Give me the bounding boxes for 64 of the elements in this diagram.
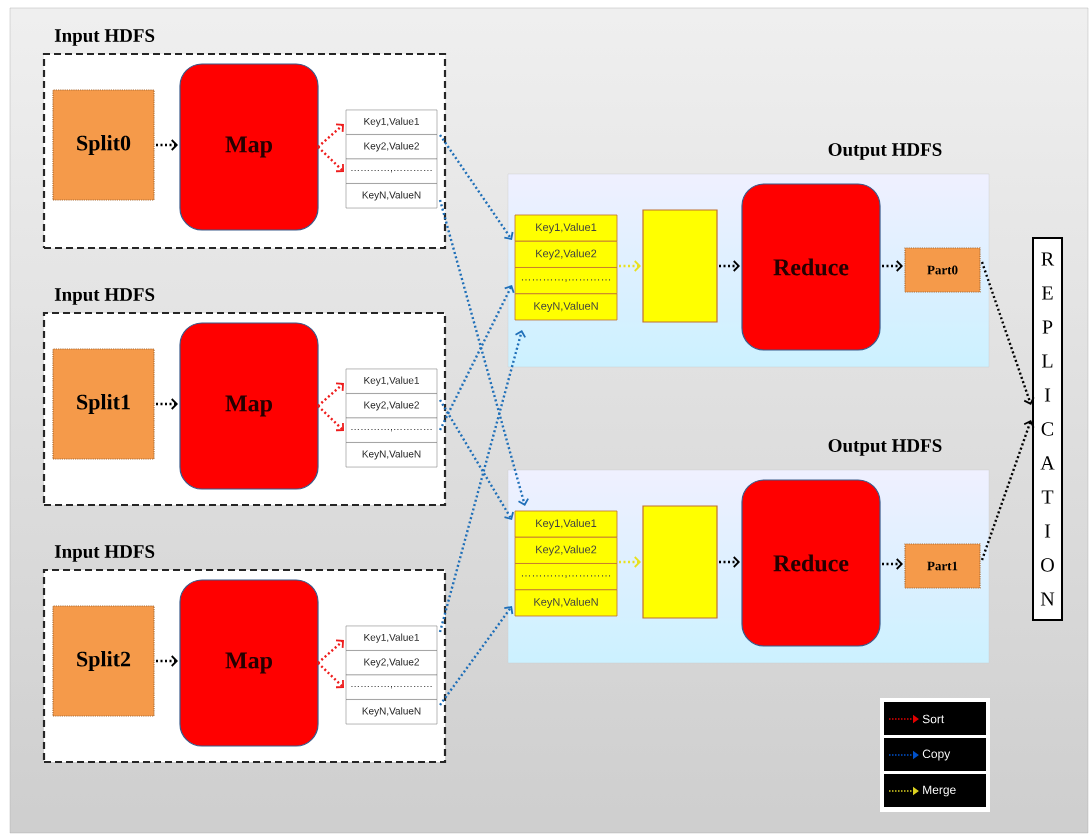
- table-cell: …………,…………: [345, 158, 438, 184]
- arrow: [439, 134, 514, 240]
- table-cell: …………,…………: [345, 417, 438, 443]
- merge-box: [642, 505, 718, 619]
- map-box: Map: [179, 579, 319, 747]
- table-cell: …………,…………: [514, 267, 618, 295]
- legend-row: Copy: [884, 738, 986, 771]
- group-heading: Input HDFS: [54, 288, 155, 305]
- table-cell: Key2,Value2: [514, 536, 618, 564]
- table-cell: Key2,Value2: [514, 240, 618, 268]
- group-heading: Output HDFS: [828, 143, 942, 160]
- arrow: [619, 556, 641, 568]
- arrow: [619, 260, 641, 272]
- table-cell: Key2,Value2: [345, 650, 438, 676]
- part-box: Part1: [904, 543, 981, 589]
- arrow: [317, 123, 344, 148]
- table-cell: KeyN,ValueN: [345, 183, 438, 209]
- arrow: [317, 662, 344, 689]
- arrow: [439, 399, 514, 520]
- group-heading: Input HDFS: [54, 29, 155, 46]
- table-cell: Key2,Value2: [345, 134, 438, 160]
- table-cell: Key1,Value1: [514, 214, 618, 242]
- legend-row: Sort: [884, 702, 986, 735]
- split-box: Split0: [52, 89, 155, 201]
- arrow: [438, 199, 530, 506]
- arrow: [719, 556, 740, 568]
- table-cell: Key2,Value2: [345, 393, 438, 419]
- table-cell: …………,…………: [345, 674, 438, 700]
- map-box: Map: [179, 63, 319, 231]
- split-box: Split1: [52, 348, 155, 460]
- table-cell: KeyN,ValueN: [514, 589, 618, 617]
- reduce-box: Reduce: [741, 479, 881, 647]
- arrow: [317, 382, 344, 407]
- table-cell: KeyN,ValueN: [345, 442, 438, 468]
- merge-box: [642, 209, 718, 323]
- arrow: [882, 260, 903, 272]
- arrow: [156, 139, 178, 151]
- arrow: [438, 285, 515, 431]
- table-cell: Key1,Value1: [514, 510, 618, 538]
- legend-row: Merge: [884, 774, 986, 807]
- arrow: [317, 146, 344, 173]
- arrow: [156, 398, 178, 410]
- arrow: [438, 330, 527, 633]
- arrow: [882, 558, 903, 570]
- part-box: Part0: [904, 247, 981, 293]
- table-cell: KeyN,ValueN: [345, 699, 438, 725]
- table-cell: KeyN,ValueN: [514, 293, 618, 321]
- arrow: [439, 606, 514, 706]
- reduce-box: Reduce: [741, 183, 881, 351]
- table-cell: Key1,Value1: [345, 109, 438, 135]
- table-cell: Key1,Value1: [345, 625, 438, 651]
- table-cell: Key1,Value1: [345, 368, 438, 394]
- arrow: [980, 261, 1035, 405]
- map-box: Map: [179, 322, 319, 490]
- table-cell: …………,…………: [514, 563, 618, 591]
- arrow: [317, 405, 344, 432]
- arrow: [719, 260, 740, 272]
- arrow: [980, 420, 1035, 561]
- group-heading: Input HDFS: [54, 545, 155, 562]
- replication-box: REPLICATION: [1032, 237, 1063, 621]
- arrow: [156, 655, 178, 667]
- arrow: [317, 639, 344, 664]
- split-box: Split2: [52, 605, 155, 717]
- group-heading: Output HDFS: [828, 439, 942, 456]
